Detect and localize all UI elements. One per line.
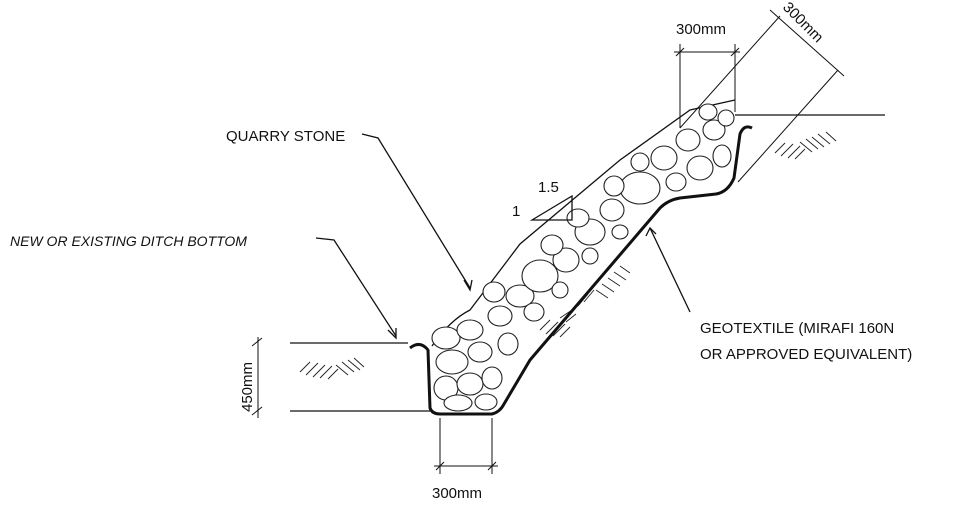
geotextile-callout: GEOTEXTILE (MIRAFI 160N OR APPROVED EQUI… — [645, 226, 912, 363]
geotextile-label-line2: OR APPROVED EQUIVALENT) — [700, 346, 912, 363]
geotextile-label-line1: GEOTEXTILE (MIRAFI 160N — [700, 320, 894, 337]
top-width-dimension: 300mm — [674, 21, 740, 128]
depth-dimension: 450mm — [239, 337, 263, 418]
depth-label: 450mm — [239, 362, 256, 412]
earth-hatch-right — [774, 131, 837, 160]
bottom-width-dimension: 300mm — [432, 418, 498, 502]
geotextile-liner — [409, 125, 753, 416]
slope-indicator: 1.5 1 — [512, 179, 573, 221]
quarry-stone-callout: QUARRY STONE — [226, 128, 473, 292]
ditch-bottom-label: NEW OR EXISTING DITCH BOTTOM — [10, 233, 247, 249]
slope-rise-label: 1 — [512, 203, 520, 220]
earth-hatch-left — [299, 357, 365, 380]
quarry-stones — [431, 103, 735, 412]
ditch-bottom-callout: NEW OR EXISTING DITCH BOTTOM — [10, 233, 397, 340]
ground-lines — [290, 114, 885, 412]
top-width-label: 300mm — [676, 21, 726, 38]
slope-run-label: 1.5 — [538, 179, 559, 196]
bottom-width-label: 300mm — [432, 485, 482, 502]
quarry-stone-label: QUARRY STONE — [226, 128, 345, 145]
